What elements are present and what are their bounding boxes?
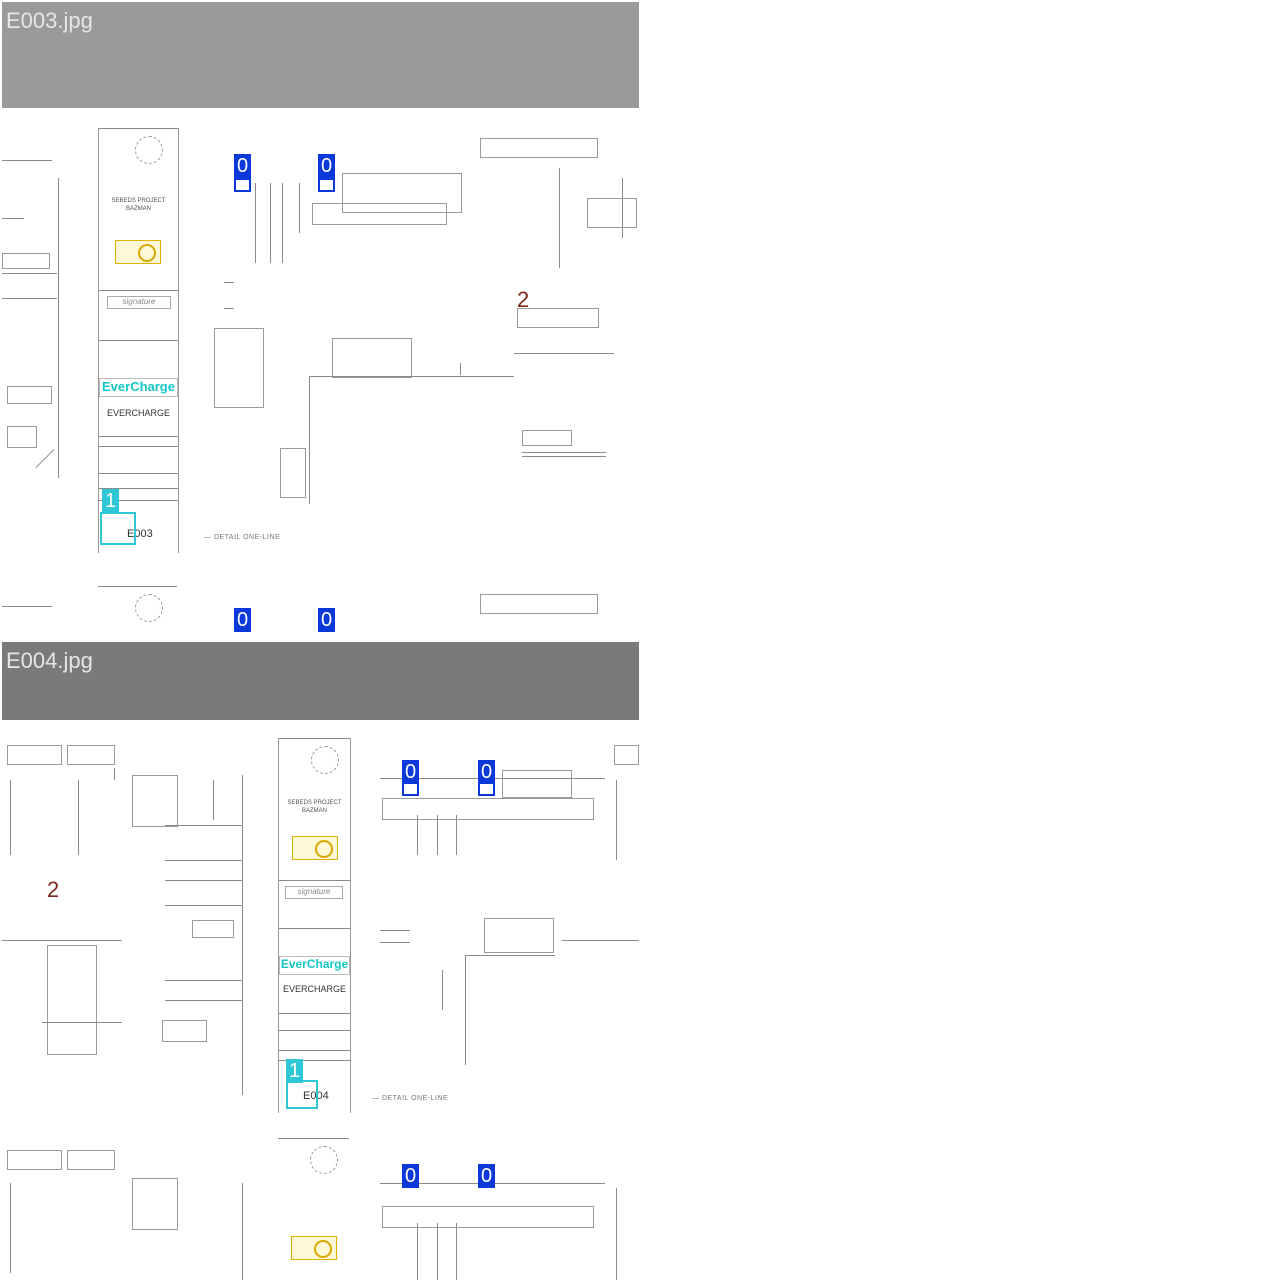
drawing-sheet-repeat [2,1138,639,1280]
title-block: SEBEDS PROJECT BAZMAN signature EverChar… [98,128,179,553]
approval-stamp-icon [292,836,338,860]
marker-1-box [100,512,136,545]
filename-header: E003.jpg [2,2,639,108]
marker-2[interactable]: 2 [47,877,60,902]
approval-stamp-icon [291,1236,337,1260]
filename-label: E004.jpg [6,648,93,673]
marker-1[interactable]: 1 [286,1059,303,1083]
title-block: SEBEDS PROJECT BAZMAN signature EverChar… [278,738,351,1113]
marker-0[interactable]: 0 [318,608,335,632]
filename-header: E004.jpg [2,642,639,720]
image-panel-e003: E003.jpg SEBEDS PROJECT BAZMAN signature… [2,2,639,642]
marker-0[interactable]: 0 [478,1164,495,1188]
drawing-sheet: SEBEDS PROJECT BAZMAN signature EverChar… [2,108,639,642]
company-name: EVERCHARGE [106,408,170,418]
marker-0[interactable]: 0 [402,1164,419,1188]
marker-0-box [478,782,495,796]
engineer-seal-icon [310,1146,338,1174]
marker-0[interactable]: 0 [318,154,335,178]
engineer-seal-icon [135,136,163,164]
image-panel-e004: E004.jpg SEBEDS PROJECT BAZMAN signa [2,642,639,1280]
engineer-seal-icon [135,594,163,622]
engineer-seal-icon [311,746,339,774]
marker-0[interactable]: 0 [402,760,419,784]
marker-0[interactable]: 0 [234,154,251,178]
sheet-number: E003 [127,528,153,540]
evercharge-logo: EverCharge [99,378,178,397]
signature-image: signature [285,886,343,899]
approval-stamp-icon [115,240,161,264]
filename-label: E003.jpg [6,8,93,33]
marker-0[interactable]: 0 [478,760,495,784]
marker-0[interactable]: 0 [234,608,251,632]
company-name: EVERCHARGE [282,984,346,994]
sheet-number: E004 [303,1090,329,1102]
marker-1[interactable]: 1 [102,489,119,513]
marker-1-box [286,1080,318,1109]
signature-image: signature [107,296,171,309]
marker-0-box [318,178,335,192]
marker-0-box [234,178,251,192]
marker-0-box [402,782,419,796]
evercharge-logo: EverCharge [279,956,350,975]
marker-2[interactable]: 2 [517,287,530,312]
